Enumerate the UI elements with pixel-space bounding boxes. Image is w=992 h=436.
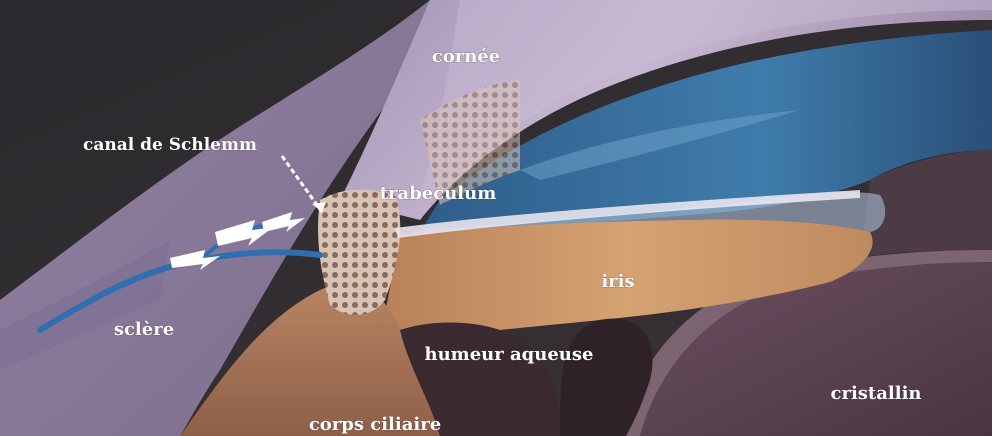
label-schlemm-canal: canal de Schlemm xyxy=(83,135,257,155)
label-ciliary-body: corps ciliaire xyxy=(309,414,441,435)
label-lens: cristallin xyxy=(831,383,922,404)
label-cornea: cornée xyxy=(432,46,500,67)
label-aqueous-humor: humeur aqueuse xyxy=(425,344,594,365)
label-sclera: sclère xyxy=(114,319,174,340)
label-iris: iris xyxy=(601,271,634,292)
label-trabeculum: trabeculum xyxy=(380,183,497,204)
